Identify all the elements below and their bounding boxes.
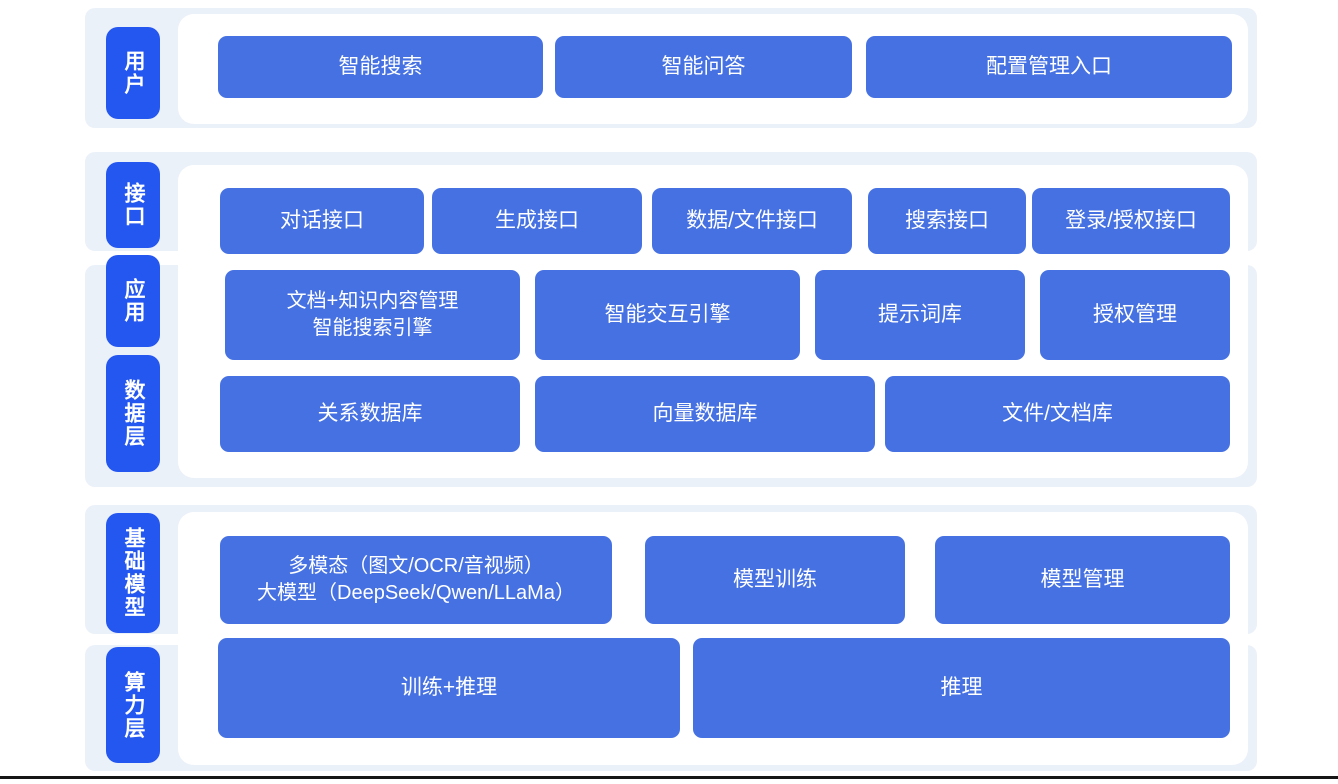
block-inference: 推理 [693,638,1230,738]
bottom-divider-line [0,776,1338,779]
block-model-management: 模型管理 [935,536,1230,624]
tab-compute-layer: 算力层 [106,647,160,763]
tab-interface: 接口 [106,162,160,248]
block-multimodal-llm: 多模态（图文/OCR/音视频） 大模型（DeepSeek/Qwen/LLaMa） [220,536,612,624]
block-relational-database: 关系数据库 [220,376,520,452]
block-generation-api: 生成接口 [432,188,642,254]
block-search-api: 搜索接口 [868,188,1026,254]
block-config-management-entry: 配置管理入口 [866,36,1232,98]
block-smart-qa: 智能问答 [555,36,852,98]
tab-data-layer: 数据层 [106,355,160,472]
tab-user: 用户 [106,27,160,119]
block-interaction-engine: 智能交互引擎 [535,270,800,360]
block-vector-database: 向量数据库 [535,376,875,452]
block-smart-search: 智能搜索 [218,36,543,98]
block-auth-management: 授权管理 [1040,270,1230,360]
block-dialog-api: 对话接口 [220,188,424,254]
tab-foundation-model: 基础模型 [106,513,160,633]
block-doc-knowledge-search-engine: 文档+知识内容管理 智能搜索引擎 [225,270,520,360]
block-login-auth-api: 登录/授权接口 [1032,188,1230,254]
block-model-training: 模型训练 [645,536,905,624]
block-file-document-store: 文件/文档库 [885,376,1230,452]
block-data-file-api: 数据/文件接口 [652,188,852,254]
block-prompt-library: 提示词库 [815,270,1025,360]
tab-application: 应用 [106,255,160,347]
block-training-plus-inference: 训练+推理 [218,638,680,738]
